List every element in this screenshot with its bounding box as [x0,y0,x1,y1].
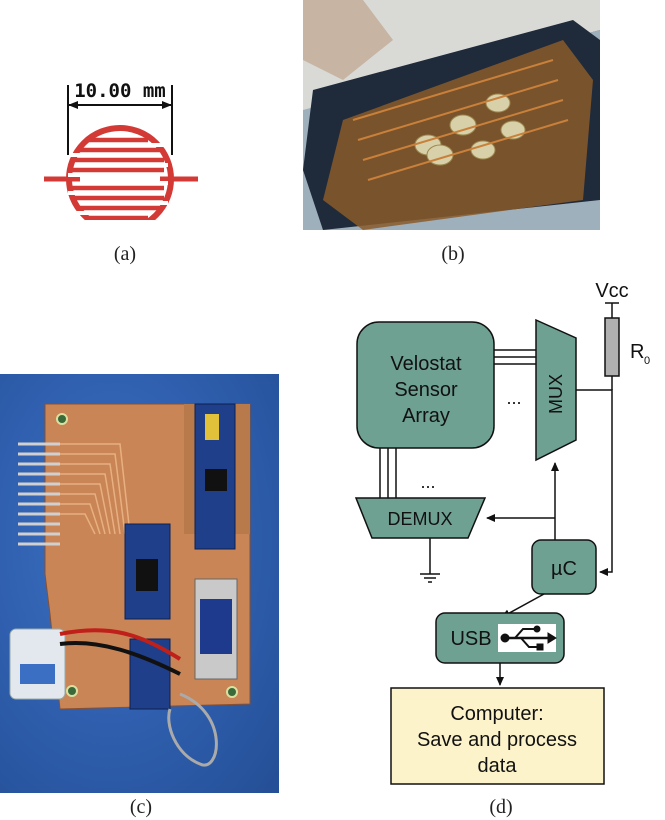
caption-b: (b) [441,243,465,265]
vcc-label: Vcc [595,280,628,302]
caption-c: (c) [129,796,153,818]
sensor-array-label-2: Sensor [394,379,458,401]
resistor [604,317,620,377]
sensor-fingers [70,137,164,220]
resistor-label: R [630,341,644,363]
row-lines [494,349,536,365]
demux-block [354,497,487,539]
demux-label: DEMUX [387,509,452,529]
dimension-arrow-left [68,101,78,109]
sensor-sheet-photo [303,0,600,230]
dimension-label: 10.00 mm [74,80,166,102]
computer-block [390,687,605,785]
sensor-outline [66,125,174,220]
sensor-sheet-illustration [303,0,600,230]
sensor-array-label-3: Array [402,405,450,427]
column-lines [379,448,397,498]
dimension-arrow-right [162,101,172,109]
usb-label: USB [450,628,491,650]
ellipsis-bottom: ... [420,472,435,492]
caption-d: (d) [489,796,513,818]
sensor-array-label-1: Velostat [390,353,462,375]
ground-symbol [420,538,440,583]
block-diagram: Velostat Sensor Array MUX ... ... DEMUX … [354,280,650,785]
vcc-symbol [605,302,619,318]
sensor-gaps [68,143,168,215]
mux-block [535,318,577,462]
mux-label: MUX [546,374,566,414]
sensor-pad-drawing: 10.00 mm [44,80,198,220]
caption-a: (a) [113,243,137,265]
computer-label-2: Save and process [417,729,577,751]
analog-signal-line [576,389,613,576]
sensor-array-block [356,321,495,449]
microcontroller-block [531,539,597,595]
resistor-subscript: 0 [644,355,650,367]
pcb-photo [0,374,279,793]
computer-label-1: Computer: [450,703,543,725]
microcontroller-label: µC [551,558,577,580]
pcb-illustration [9,403,251,767]
ellipsis-top: ... [506,388,521,408]
computer-label-3: data [478,755,518,777]
usb-icon [500,625,557,651]
